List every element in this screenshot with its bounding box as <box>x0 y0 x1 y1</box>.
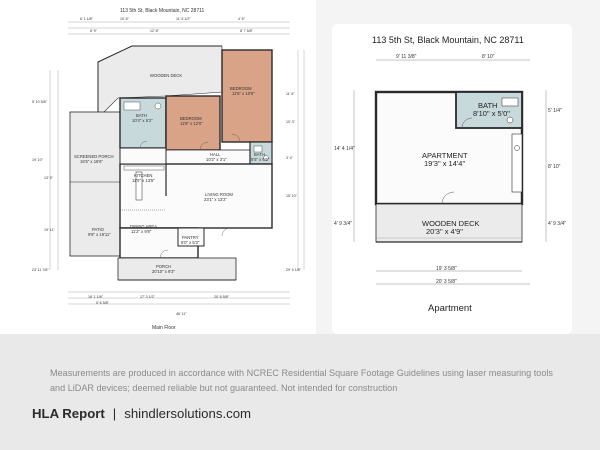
room-bath1-size: 10'4" x 5'2" <box>132 118 153 123</box>
dim-right-2: 10' 3" <box>286 120 295 124</box>
room-pantry-size: 5'0" x 5'3" <box>181 240 200 245</box>
main-floor-caption: Main Floor <box>152 325 176 331</box>
room-bedroom2-size: 11'8" x 12'0" <box>180 121 203 126</box>
dim-top-2: 10' 6" <box>120 17 129 21</box>
dim-bottom-2: 17' 3 1/2" <box>140 295 155 299</box>
room-bath1-name: BATH <box>136 113 147 118</box>
dim-left-1: 5' 10 5/8" <box>32 100 47 104</box>
dim-right-1: 11' 6" <box>286 92 295 96</box>
room-bedroom1-size: 11'5" x 10'5" <box>232 91 255 96</box>
apartment-drawing <box>353 59 547 285</box>
main-floor-card: 6' 1 1/8" 10' 6" 11' 5 1/2" 4' 6" 6' 9" … <box>0 0 316 334</box>
apt-dim-left-2: 4' 9 3/4" <box>334 221 353 227</box>
apt-dim-top-1: 9' 11 3/8" <box>396 54 417 60</box>
room-porch-name: PORCH <box>156 264 172 269</box>
dim-right-3: 3' 4" <box>286 156 293 160</box>
apt-dim-top-2: 8' 10" <box>482 54 495 60</box>
room-kitchen-name: KITCHEN <box>134 173 153 178</box>
dim-top-3: 11' 5 1/2" <box>176 17 191 21</box>
dim-left-2: 19' 10" <box>32 158 43 162</box>
apt-dim-bottom-1: 19' 3 5/8" <box>436 266 457 272</box>
apt-dim-right-2: 8' 10" <box>548 164 561 170</box>
room-bedroom2-name: BEDROOM <box>180 116 202 121</box>
apt-apartment-name: APARTMENT <box>422 151 468 160</box>
room-dining-area-size: 11'2" x 9'8" <box>131 229 152 234</box>
apartment-plan-address: 113 5th St, Black Mountain, NC 28711 <box>372 35 524 45</box>
room-kitchen-size: 11'5" x 13'5" <box>132 178 155 183</box>
dim-right-5: 29' 9 1/8" <box>286 268 301 272</box>
room-porch-size: 20'10" x 9'3" <box>152 269 175 274</box>
brand-name: HLA Report <box>32 406 105 421</box>
dim-top-6: 12' 8" <box>150 29 159 33</box>
apt-dim-bottom-2: 20' 3 5/8" <box>436 279 457 285</box>
brand-website[interactable]: shindlersolutions.com <box>124 406 252 421</box>
brand-line: HLA Report | shindlersolutions.com <box>32 406 251 421</box>
dim-left-5: 23' 11 7/8" <box>32 268 49 272</box>
apartment-card: 113 5th St, Black Mountain, NC 28711 9' … <box>332 24 572 334</box>
apt-dim-right-1: 5' 1/4" <box>548 108 562 114</box>
dim-bottom-1: 16' 1 1/8" <box>88 295 103 299</box>
apt-bath-size: 8'10" x 5'0" <box>473 109 510 118</box>
room-dining-area-name: DINING AREA <box>130 224 157 229</box>
room-screened-porch-size: 16'5" x 16'6" <box>80 159 103 164</box>
brand-separator: | <box>112 406 117 421</box>
apartment-caption: Apartment <box>428 303 472 314</box>
apt-dim-right-3: 4' 9 3/4" <box>548 221 567 227</box>
room-bath2-size: 8'5" x 6'6" <box>251 157 270 162</box>
dim-top-7: 8' 7 5/8" <box>240 29 253 33</box>
room-screened-porch-name: SCREENED PORCH <box>74 154 114 159</box>
room-bedroom1-name: BEDROOM <box>230 86 252 91</box>
dim-bottom-5: 46' 11" <box>176 312 187 316</box>
dim-top-5: 6' 9" <box>90 29 97 33</box>
apt-bath-name: BATH <box>478 101 498 110</box>
main-plan-address: 113 5th St, Black Mountain, NC 28711 <box>120 8 205 14</box>
room-patio-name: PATIO <box>92 227 104 232</box>
dim-bottom-3: 20' 6 5/8" <box>214 295 229 299</box>
dim-left-4: 19' 11" <box>44 228 55 232</box>
room-pantry-name: PANTRY <box>182 235 199 240</box>
apt-deck-name: WOODEN DECK <box>422 219 480 228</box>
room-hall-name: HALL <box>210 152 221 157</box>
main-floor-drawing <box>49 21 305 305</box>
apt-dim-left-1: 14' 4 1/4" <box>334 146 355 152</box>
room-patio-size: 9'8" x 19'11" <box>88 232 111 237</box>
room-living-room-name: LIVING ROOM <box>205 192 233 197</box>
apt-apartment-size: 19'3" x 14'4" <box>424 159 466 168</box>
dim-left-3: 13' 5" <box>44 176 53 180</box>
room-hall-size: 10'2" x 3'1" <box>206 157 227 162</box>
room-living-room-size: 23'1" x 13'2" <box>204 197 227 202</box>
apt-deck-size: 20'3" x 4'9" <box>426 227 463 236</box>
dim-bottom-4: 5' 6 5/8" <box>96 301 109 305</box>
dim-right-4: 15' 10" <box>286 194 297 198</box>
room-bath2-name: BATH <box>254 152 265 157</box>
room-wooden-deck-name: WOODEN DECK <box>150 73 183 78</box>
report-footer <box>0 334 600 450</box>
dim-top-1: 6' 1 1/8" <box>80 17 93 21</box>
dim-top-4: 4' 6" <box>238 17 245 21</box>
measurement-disclaimer: Measurements are produced in accordance … <box>50 368 553 393</box>
